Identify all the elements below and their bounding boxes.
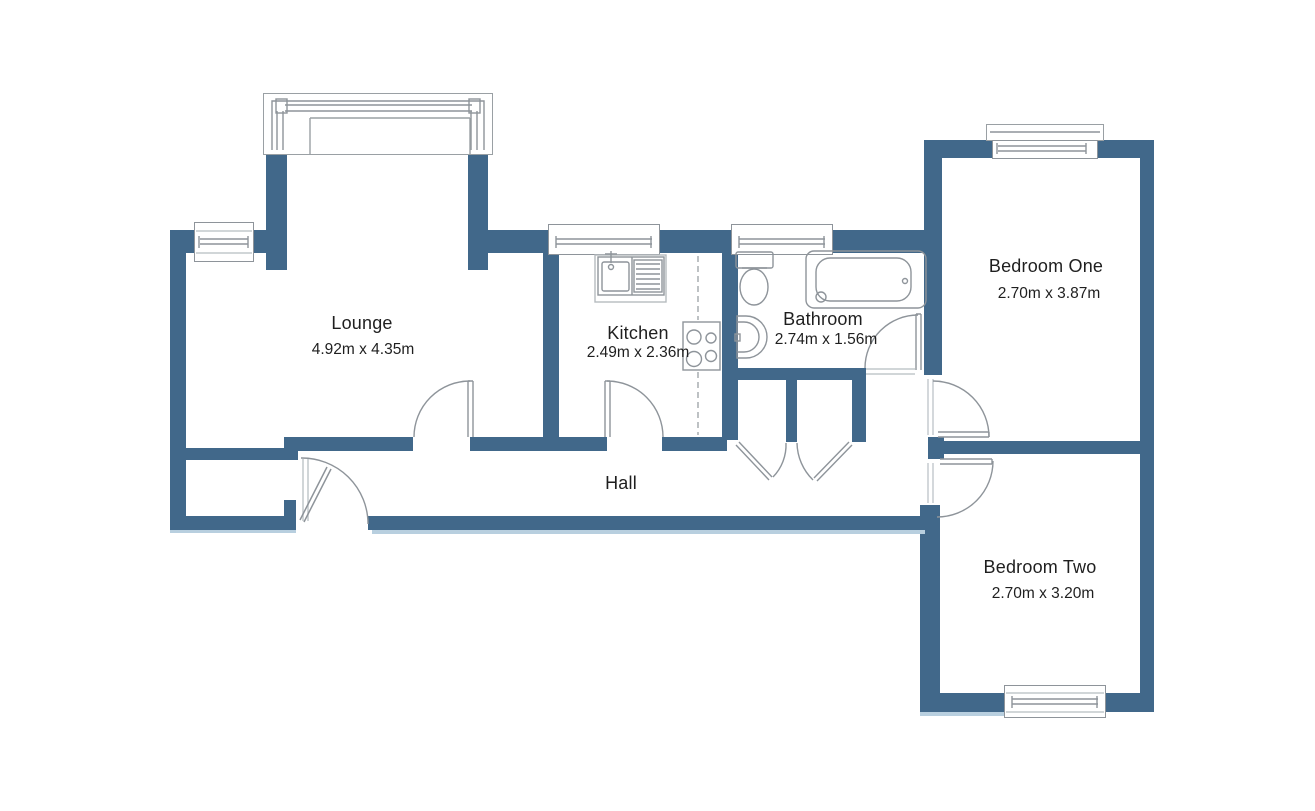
bedroom-two-label: Bedroom Two	[983, 557, 1097, 577]
wall	[920, 505, 940, 712]
basin-icon	[734, 315, 768, 359]
hall-label: Hall	[605, 473, 637, 493]
kitchen-dims: 2.49m x 2.36m	[586, 344, 690, 361]
kitchen-window	[548, 224, 660, 255]
wall	[170, 230, 186, 530]
wall-shadow	[920, 712, 1006, 716]
wall	[722, 368, 866, 380]
lounge-door	[413, 380, 474, 438]
wall	[284, 437, 298, 460]
kitchen-label: Kitchen	[607, 323, 669, 343]
bedroom-two-window	[1004, 685, 1106, 718]
kitchen-door	[604, 380, 664, 438]
wall	[924, 140, 942, 375]
wall-shadow	[170, 530, 296, 533]
front-door	[299, 457, 369, 525]
wall	[852, 380, 866, 442]
wall	[266, 155, 287, 270]
lounge-label: Lounge	[331, 313, 393, 333]
wall	[543, 253, 559, 451]
bathroom-label: Bathroom	[783, 309, 863, 329]
window-glazing	[196, 131, 1104, 713]
bathtub-icon	[805, 250, 927, 309]
cupboard-door-right	[796, 441, 853, 482]
bedroom-one-window-sill	[986, 124, 1104, 141]
wall	[289, 437, 413, 451]
wall	[170, 516, 296, 530]
wall	[942, 441, 1140, 454]
bedroom-one-window	[992, 140, 1098, 159]
wall	[1140, 140, 1154, 712]
lounge-dims: 4.92m x 4.35m	[311, 341, 415, 358]
wall-shadow	[372, 530, 925, 534]
wall	[284, 500, 296, 518]
cupboard-door-left	[735, 441, 787, 481]
lounge-window	[194, 222, 254, 262]
bathroom-window	[731, 224, 833, 255]
wall	[368, 516, 925, 530]
wall	[184, 448, 284, 460]
toilet-icon	[735, 251, 774, 306]
wall	[470, 437, 607, 451]
bedroom-one-dims: 2.70m x 3.87m	[997, 285, 1101, 302]
bay-window	[263, 93, 493, 155]
wall	[662, 437, 727, 451]
wall	[722, 230, 738, 440]
sink-drainer-icon	[594, 251, 667, 303]
wall	[928, 437, 944, 459]
wall	[786, 380, 797, 442]
bedroom-two-dims: 2.70m x 3.20m	[991, 585, 1095, 602]
bedroom-one-label: Bedroom One	[988, 256, 1104, 276]
bathroom-dims: 2.74m x 1.56m	[774, 331, 878, 348]
bedroom-one-door	[927, 379, 990, 438]
